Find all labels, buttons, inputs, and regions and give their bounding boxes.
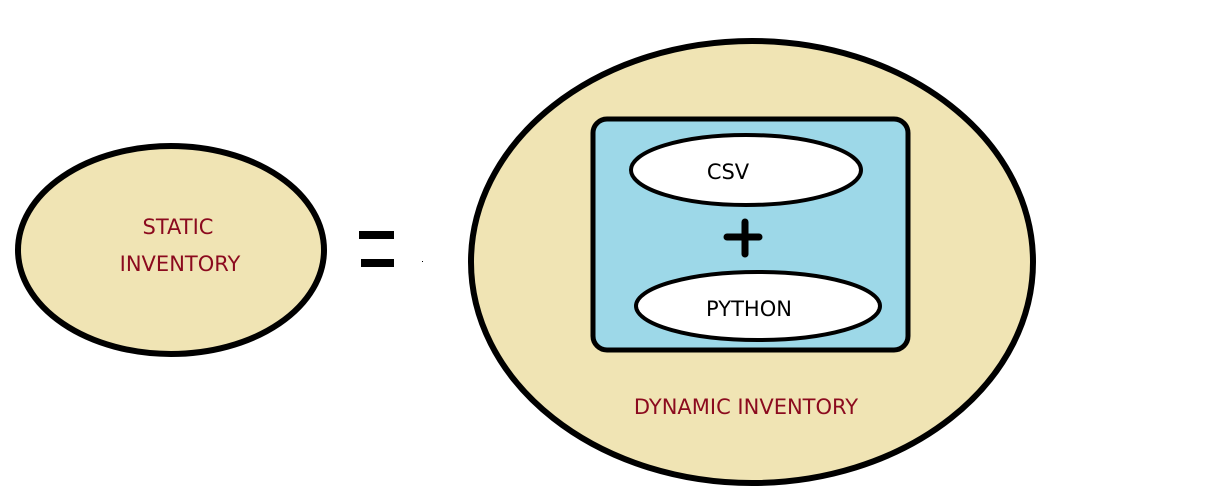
- dynamic-inventory-label: DYNAMIC INVENTORY: [634, 395, 858, 419]
- stray-dot: [422, 261, 423, 262]
- csv-label: CSV: [707, 160, 750, 184]
- equals-icon: [359, 231, 394, 267]
- static-inventory-label-line1: STATIC: [143, 215, 214, 239]
- plus-icon: [723, 218, 763, 258]
- csv-ellipse: [629, 133, 863, 207]
- static-inventory-label-line2: INVENTORY: [120, 252, 241, 276]
- python-node: PYTHON: [634, 270, 882, 342]
- dynamic-inventory-node: CSV PYTHON DYNAMIC INVENTORY: [468, 38, 1036, 486]
- csv-node: CSV: [629, 133, 863, 207]
- static-inventory-ellipse: [15, 143, 327, 357]
- static-inventory-node: STATIC INVENTORY: [15, 143, 327, 357]
- python-ellipse: [634, 270, 882, 342]
- python-label: PYTHON: [706, 297, 792, 321]
